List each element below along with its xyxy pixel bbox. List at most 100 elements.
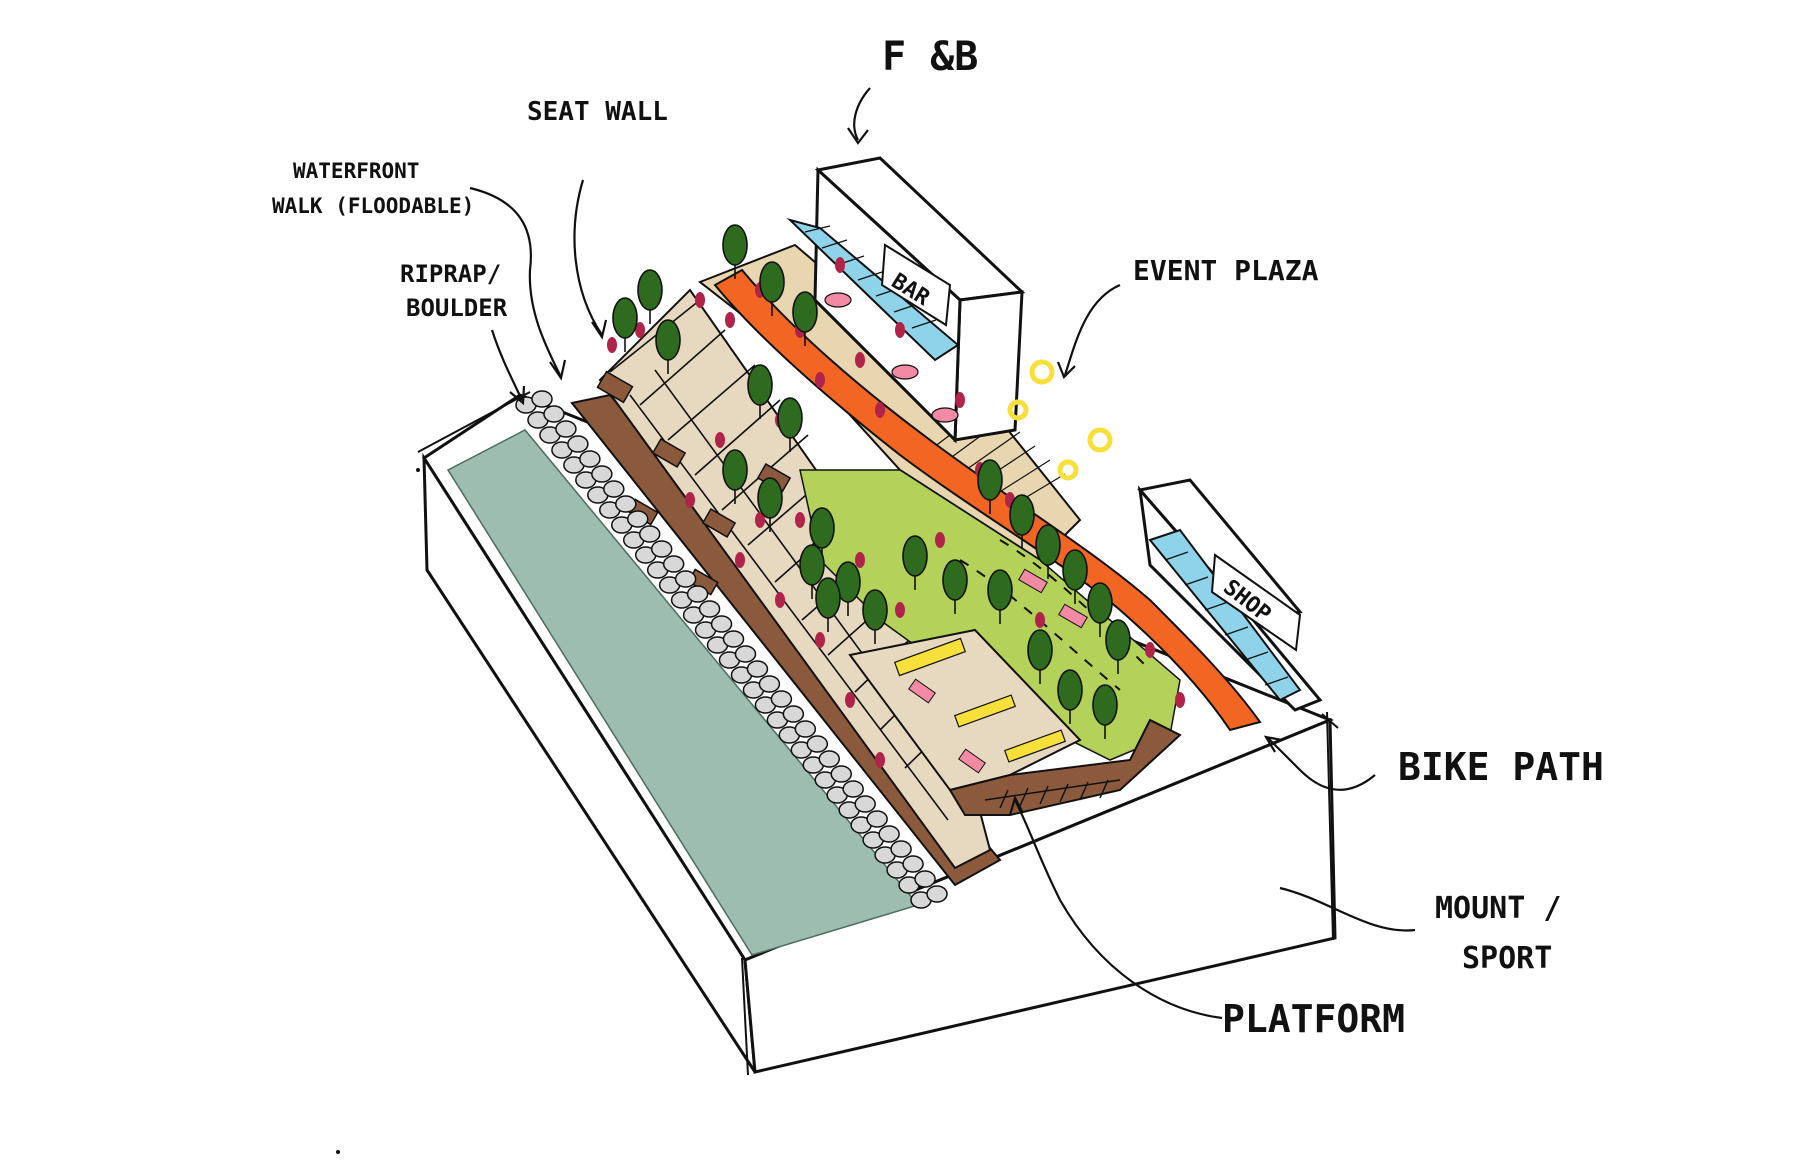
tree-icon <box>902 535 928 590</box>
flower <box>855 352 865 368</box>
sketch-dot <box>416 468 420 472</box>
boulder <box>818 750 841 768</box>
base-block-front-face <box>743 717 1337 1074</box>
tree-icon <box>757 477 783 532</box>
leader-seat-wall <box>573 179 608 340</box>
tree-icon <box>612 297 638 352</box>
label-fb: F &B <box>882 34 978 80</box>
tree-icon <box>862 589 888 644</box>
boulder <box>770 690 793 708</box>
leader-bike-path <box>1263 735 1376 791</box>
leader-waterfront <box>469 186 567 381</box>
tree-icon <box>1009 494 1035 549</box>
flower <box>795 512 805 528</box>
flower <box>775 592 785 608</box>
flower <box>875 752 885 768</box>
boulder <box>627 510 649 528</box>
flower <box>845 692 855 708</box>
lawn-dashed-path-2 <box>999 539 1151 671</box>
leader-mount-sport <box>1279 886 1416 932</box>
tree-icon <box>987 569 1013 624</box>
flower <box>895 322 905 338</box>
boulder <box>794 720 817 738</box>
boulder <box>543 405 565 423</box>
flower <box>1175 692 1185 708</box>
boulder <box>662 555 685 573</box>
boulder <box>686 585 709 603</box>
label-platform: PLATFORM <box>1222 997 1405 1041</box>
boulder <box>734 645 757 663</box>
flower <box>815 632 825 648</box>
boulder <box>710 615 733 633</box>
flower <box>835 257 845 273</box>
boulder <box>615 495 637 513</box>
leader-platform <box>1008 795 1223 1020</box>
tree-icon <box>799 544 825 599</box>
flower-dots <box>607 257 1185 768</box>
boulder <box>866 810 888 828</box>
leader-riprap <box>490 329 526 406</box>
tree-icon <box>1057 669 1083 724</box>
boulder <box>638 525 661 543</box>
label-waterfront-line1: WATERFRONT <box>293 159 419 183</box>
boulder <box>806 735 829 753</box>
label-event-plaza: EVENT PLAZA <box>1133 254 1319 287</box>
riprap-boulders <box>515 390 948 909</box>
flower <box>715 432 725 448</box>
platform-hatch-edge <box>984 779 1121 809</box>
base-sketch-overstroke <box>417 391 1339 1076</box>
boulder <box>746 660 769 678</box>
leader-event-plaza <box>1056 283 1121 379</box>
boulder <box>555 420 577 438</box>
boulder <box>842 780 864 798</box>
boulder <box>914 870 936 888</box>
label-riprap-line2: BOULDER <box>406 294 508 322</box>
flower <box>755 512 765 528</box>
tree-icon <box>1027 629 1053 684</box>
shop-glazing <box>1148 528 1302 702</box>
lawn-dashed-path <box>959 559 1121 691</box>
tree-icon <box>977 459 1003 514</box>
boulder <box>830 765 852 783</box>
flower <box>935 532 945 548</box>
bar-glazing-mullions <box>804 225 937 329</box>
boulder <box>603 480 625 498</box>
boulder <box>854 795 876 813</box>
boulder <box>567 435 589 453</box>
leader-fb <box>847 87 871 145</box>
boulder <box>926 885 948 903</box>
flower <box>607 337 617 353</box>
boulder <box>878 825 900 843</box>
flower <box>685 492 695 508</box>
boulder <box>782 705 805 723</box>
shop-sign-panel <box>1210 553 1302 652</box>
tree-icon <box>809 507 835 562</box>
boulder <box>698 600 721 618</box>
bar-sign-panel <box>880 243 952 327</box>
platform-pink-seats <box>908 568 1088 774</box>
tree-icon <box>722 449 748 504</box>
boulder <box>890 840 912 858</box>
label-bike-path: BIKE PATH <box>1398 745 1604 789</box>
flower <box>815 372 825 388</box>
flower <box>695 292 705 308</box>
boulder <box>758 675 781 693</box>
tree-icon <box>655 319 681 374</box>
boulder <box>579 450 601 468</box>
platform-highlights <box>893 637 1067 763</box>
tree-icon <box>1035 524 1061 579</box>
leader-lines <box>469 87 1416 1020</box>
tree-icon <box>747 364 773 419</box>
cafe-umbrellas <box>824 292 959 423</box>
tree-icon <box>1087 582 1113 637</box>
sketch-dot <box>336 1150 340 1154</box>
boulder <box>591 465 613 483</box>
tree-icon <box>1105 619 1131 674</box>
flower <box>725 312 735 328</box>
trees <box>612 224 1131 739</box>
tree-icon <box>759 261 785 316</box>
flower <box>895 602 905 618</box>
boulder <box>650 540 673 558</box>
